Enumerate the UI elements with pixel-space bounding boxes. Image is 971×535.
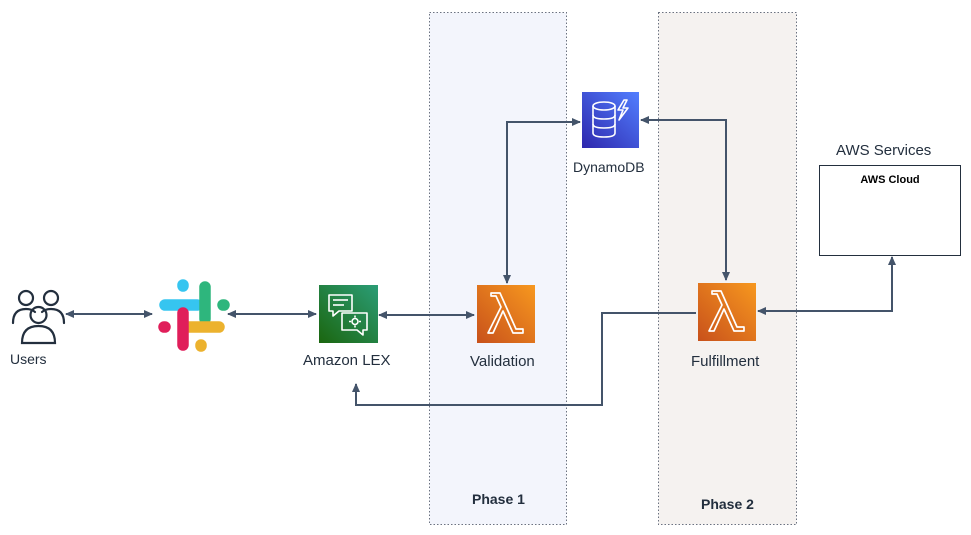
connectors (65, 116, 896, 406)
fulfillment-lambda-icon (698, 283, 756, 341)
phase2-label: Phase 2 (701, 496, 754, 512)
slack-logo-icon (158, 279, 230, 352)
lex-label: Amazon LEX (303, 352, 391, 369)
aws-cloud-label: AWS Cloud (860, 174, 920, 186)
aws-cloud-box: AWS Cloud (819, 165, 961, 256)
phase2-group (658, 12, 797, 525)
phase1-label: Phase 1 (472, 491, 525, 507)
edge-fulfillment-dynamodb (640, 116, 730, 281)
amazon-lex-icon (319, 285, 378, 343)
fulfillment-label: Fulfillment (691, 353, 760, 370)
edge-fulfillment-aws-services (757, 256, 896, 315)
phase1-group (429, 12, 567, 525)
edge-validation-dynamodb (503, 118, 581, 284)
validation-lambda-icon (477, 285, 535, 343)
users-label: Users (10, 351, 47, 367)
edge-fulfillment-lex (352, 312, 696, 406)
dynamodb-icon (582, 92, 639, 148)
validation-label: Validation (470, 353, 535, 370)
aws-services-label: AWS Services (836, 142, 932, 159)
dynamodb-label: DynamoDB (573, 159, 645, 175)
users-icon (11, 289, 66, 345)
